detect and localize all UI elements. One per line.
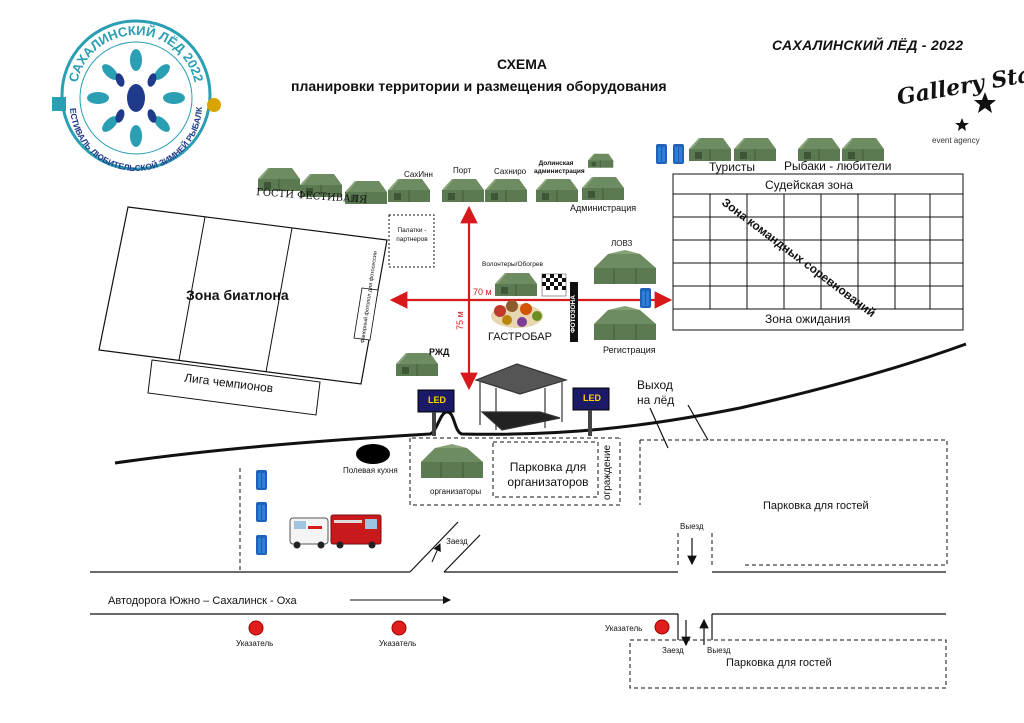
gastrobar-food-image xyxy=(491,300,543,328)
festival-logo: САХАЛИНСКИЙ ЛЁД 2022 ФЕСТИВАЛЬ ЛЮБИТЕЛЬС… xyxy=(0,0,221,173)
pointer-3-label: Указатель xyxy=(605,624,643,633)
rzd-label: РЖД xyxy=(429,347,450,357)
organizers-tent xyxy=(420,443,484,479)
pointer-marker-3 xyxy=(654,619,670,635)
registration-label: Регистрация xyxy=(603,345,656,355)
lovz-tent xyxy=(593,249,657,285)
partner-tents-label: Палатки - партнеров xyxy=(396,227,428,243)
distance-arrows xyxy=(389,205,673,391)
guest-parking-2-label: Парковка для гостей xyxy=(726,657,832,669)
gastrobar-label: ГАСТРОБАР xyxy=(488,331,552,343)
judges-zone-label: Судейская зона xyxy=(765,178,854,192)
toilets-top xyxy=(655,143,685,165)
ice-exit-label: Выход на лёд xyxy=(637,378,675,407)
exit-3-label: Выезд xyxy=(707,646,731,655)
biathlon-zone xyxy=(98,206,388,385)
organizers-parking-label: Парковка для организаторов xyxy=(507,460,589,489)
pointer-marker-1 xyxy=(248,620,264,636)
organizers-label: организаторы xyxy=(430,487,482,496)
distance-horizontal-label: 70 м xyxy=(473,287,492,297)
led-left-label: LED xyxy=(428,395,446,405)
champions-league-zone xyxy=(147,359,321,416)
event-title: САХАЛИНСКИЙ ЛЁД - 2022 xyxy=(772,37,964,53)
highway-label: Автодорога Южно – Сахалинск - Оха xyxy=(108,595,297,607)
document-title: СХЕМА xyxy=(497,56,548,72)
distance-vertical-label: 75 м xyxy=(455,311,465,330)
port-label: Порт xyxy=(453,166,472,175)
fence-label: ограждение xyxy=(602,444,613,500)
document-subtitle: планировки территории и размещения обору… xyxy=(291,78,667,94)
led-right-label: LED xyxy=(583,393,601,403)
amateur-fishers-label: Рыбаки - любители xyxy=(784,159,892,173)
pointer-1-label: Указатель xyxy=(236,639,274,648)
tourists-label: Туристы xyxy=(709,160,756,174)
organizers-zone xyxy=(409,437,622,506)
exit-label: Выезд xyxy=(680,522,704,531)
federal-emblem-icon xyxy=(207,98,221,112)
pointer-2-label: Указатель xyxy=(379,639,417,648)
photozone-flag xyxy=(541,273,578,342)
volunteers-tent xyxy=(494,272,538,297)
entry-2-label: Заезд xyxy=(662,646,684,655)
biathlon-zone-label: Зона биатлона xyxy=(186,287,289,303)
entry-label: Заезд xyxy=(446,537,468,546)
guest-parking-2 xyxy=(629,639,947,689)
registration-tent xyxy=(593,305,657,341)
partner-tents-box xyxy=(388,214,435,268)
sakhinn-label: СахИнн xyxy=(404,170,433,179)
photozone-label: ФОТОЗОНА xyxy=(570,295,577,333)
guest-parking-1-label: Парковка для гостей xyxy=(763,500,869,512)
guest-parking-1 xyxy=(639,439,948,566)
agency-logo-stars xyxy=(955,92,996,131)
led-screen-left xyxy=(417,389,455,436)
tents-tourists-fishers xyxy=(688,137,885,162)
stage-truss xyxy=(474,363,568,431)
administration-label: Администрация xyxy=(570,203,637,213)
volunteers-label: Волонтеры/Обогрев xyxy=(482,261,543,268)
led-screen-right xyxy=(572,387,610,436)
field-kitchen-marker xyxy=(356,444,390,464)
field-kitchen-label: Полевая кухня xyxy=(343,466,398,475)
ice-exit-line-right xyxy=(687,404,709,441)
shoreline xyxy=(114,342,967,465)
dolinsk-admin-label: Долинская администрация xyxy=(534,160,585,175)
region-emblem-icon xyxy=(52,97,66,111)
emergency-area xyxy=(239,468,382,572)
pointer-marker-2 xyxy=(391,620,407,636)
roads xyxy=(90,521,946,640)
toilet-center xyxy=(639,287,652,309)
entry-arrow xyxy=(431,543,441,563)
agency-logo-subtitle: event agency xyxy=(932,136,980,145)
team-competition-grid xyxy=(672,173,964,331)
sakhniro-label: Сахниро xyxy=(494,167,527,176)
ice-exit-line-left xyxy=(649,407,669,449)
lovz-label: ЛОВЗ xyxy=(611,239,633,248)
waiting-zone-label: Зона ожидания xyxy=(765,312,851,326)
